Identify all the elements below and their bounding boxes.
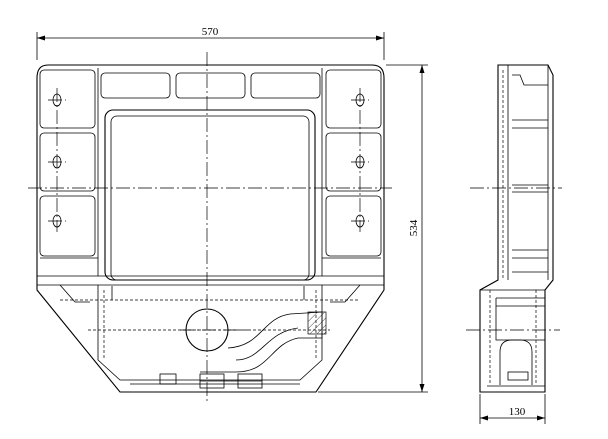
left-gusset	[59, 284, 90, 303]
dimension-height: 534	[318, 64, 428, 393]
right-bolt-holes	[351, 88, 369, 232]
dimension-depth: 130	[479, 394, 546, 424]
side-pocket-lines	[512, 74, 548, 273]
top-slot-3	[250, 72, 321, 99]
front-curved-cutout	[200, 311, 323, 373]
front-window-frame	[104, 109, 316, 281]
front-outer-outline	[36, 64, 385, 393]
side-view: 130	[466, 64, 562, 424]
bottom-lugs	[130, 373, 300, 389]
dimension-130-label: 130	[509, 406, 526, 418]
top-slot-2	[175, 72, 246, 99]
front-lower-web	[97, 285, 323, 381]
side-bottom-slot	[507, 371, 529, 381]
left-bolt-holes	[48, 88, 66, 232]
side-lower-body	[480, 289, 545, 387]
right-pockets	[321, 68, 382, 276]
front-window-inner	[110, 115, 310, 281]
dimension-534-label: 534	[408, 219, 420, 236]
left-pockets	[39, 68, 99, 276]
side-outer-outline	[479, 64, 554, 393]
front-view: 570 534	[28, 26, 428, 404]
dimension-width: 570	[36, 26, 385, 60]
top-slot-1	[100, 72, 171, 99]
hatched-section-right	[307, 311, 327, 335]
dimension-570-label: 570	[202, 26, 219, 38]
right-gusset	[330, 284, 361, 303]
